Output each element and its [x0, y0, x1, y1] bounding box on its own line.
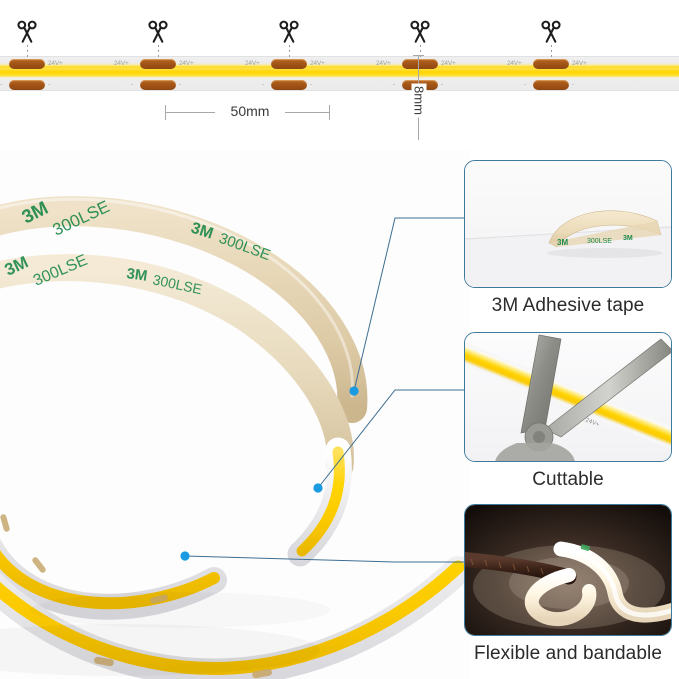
scissors-icon: [276, 20, 302, 46]
coiled-led-strip-photo: 3M 300LSE 3M 300LSE 3M 300LSE 3M 300LSE: [0, 150, 470, 679]
pad-label-positive: 24V+: [376, 60, 391, 67]
pad-label-negative: -: [393, 81, 395, 88]
svg-text:24V+: 24V+: [584, 417, 600, 428]
solder-pad-positive: [140, 59, 176, 69]
solder-pad-negative: [9, 80, 45, 90]
pad-label-positive: 24V+: [572, 60, 587, 67]
svg-text:3M: 3M: [557, 238, 568, 247]
scissors-icon: [407, 20, 433, 46]
pad-label-negative: -: [179, 81, 181, 88]
dimension-label-50mm: 50mm: [215, 103, 285, 119]
pad-label-negative: -: [524, 81, 526, 88]
solder-pad-negative: [271, 80, 307, 90]
callout-cuttable[interactable]: 24V+ Cuttable: [464, 332, 672, 491]
callout-adhesive[interactable]: 3M 300LSE 3M 3M Adhesive tape: [464, 160, 672, 317]
strip-dimension-diagram: 24V+ 24V+ - - 24V+ 24V+ - - 24V+ 24V+ - - 24V+ 24V+ - -…: [0, 0, 679, 146]
led-strip-light-channel: [0, 66, 679, 78]
svg-text:3M: 3M: [189, 220, 215, 243]
scissors-icon: [14, 20, 40, 46]
scissors-cutting-strip-photo: 24V+: [465, 333, 671, 461]
pad-label-positive: 24V+: [310, 60, 325, 67]
coil-lower-ring: [0, 514, 227, 620]
pad-label-negative: -: [0, 81, 2, 88]
coil-outer-ring: [0, 556, 470, 679]
pad-label-positive: 24V+: [179, 60, 194, 67]
cut-line: [419, 45, 421, 61]
pad-label-positive: 24V+: [48, 60, 63, 67]
callout-flexible[interactable]: Flexible and bandable: [464, 504, 672, 665]
dimension-tick-left: [165, 105, 166, 120]
solder-pad-positive: [533, 59, 569, 69]
solder-pad-negative: [140, 80, 176, 90]
pad-label-negative: -: [262, 81, 264, 88]
knotted-glowing-strip-photo: [465, 505, 671, 635]
coiled-strip-illustration: 3M 300LSE 3M 300LSE 3M 300LSE 3M 300LSE: [0, 150, 470, 679]
pad-label-positive: 24V+: [441, 60, 456, 67]
callout-photo-frame: 24V+: [464, 332, 672, 462]
solder-pad-negative: [533, 80, 569, 90]
pad-label-negative: -: [572, 81, 574, 88]
callout-caption-flexible: Flexible and bandable: [473, 643, 663, 664]
cut-line: [550, 45, 552, 61]
callout-caption-adhesive: 3M Adhesive tape: [491, 295, 645, 316]
dimension-tick-top: [413, 55, 424, 56]
dimension-8mm: 8mm: [411, 55, 435, 140]
pad-label-negative: -: [48, 81, 50, 88]
pad-label-positive: 24V+: [114, 60, 129, 67]
coil-upper-loop: 3M 300LSE 3M 300LSE: [0, 196, 368, 423]
scissors-icon: [145, 20, 171, 46]
pad-label-negative: -: [441, 81, 443, 88]
cut-line: [26, 45, 28, 61]
dimension-tick-right: [329, 105, 330, 120]
solder-pad-positive: [9, 59, 45, 69]
callout-photo-frame: 3M 300LSE 3M: [464, 160, 672, 288]
pad-label-positive: 24V+: [245, 60, 260, 67]
scissors-icon: [538, 20, 564, 46]
dimension-50mm: 50mm: [165, 103, 330, 123]
svg-text:300LSE: 300LSE: [587, 238, 612, 245]
solder-pad-positive: [271, 59, 307, 69]
pad-label-positive: 24V+: [507, 60, 522, 67]
svg-text:3M: 3M: [623, 235, 633, 242]
cut-line: [157, 45, 159, 61]
pad-label-negative: -: [310, 81, 312, 88]
dimension-label-8mm: 8mm: [411, 83, 427, 118]
cut-line: [288, 45, 290, 61]
svg-text:3M: 3M: [125, 265, 148, 285]
adhesive-tape-photo: 3M 300LSE 3M: [465, 161, 671, 287]
solder-pad-positive: [402, 59, 438, 69]
callout-caption-cuttable: Cuttable: [532, 469, 604, 490]
callout-photo-frame: [464, 504, 672, 636]
pad-label-negative: -: [131, 81, 133, 88]
